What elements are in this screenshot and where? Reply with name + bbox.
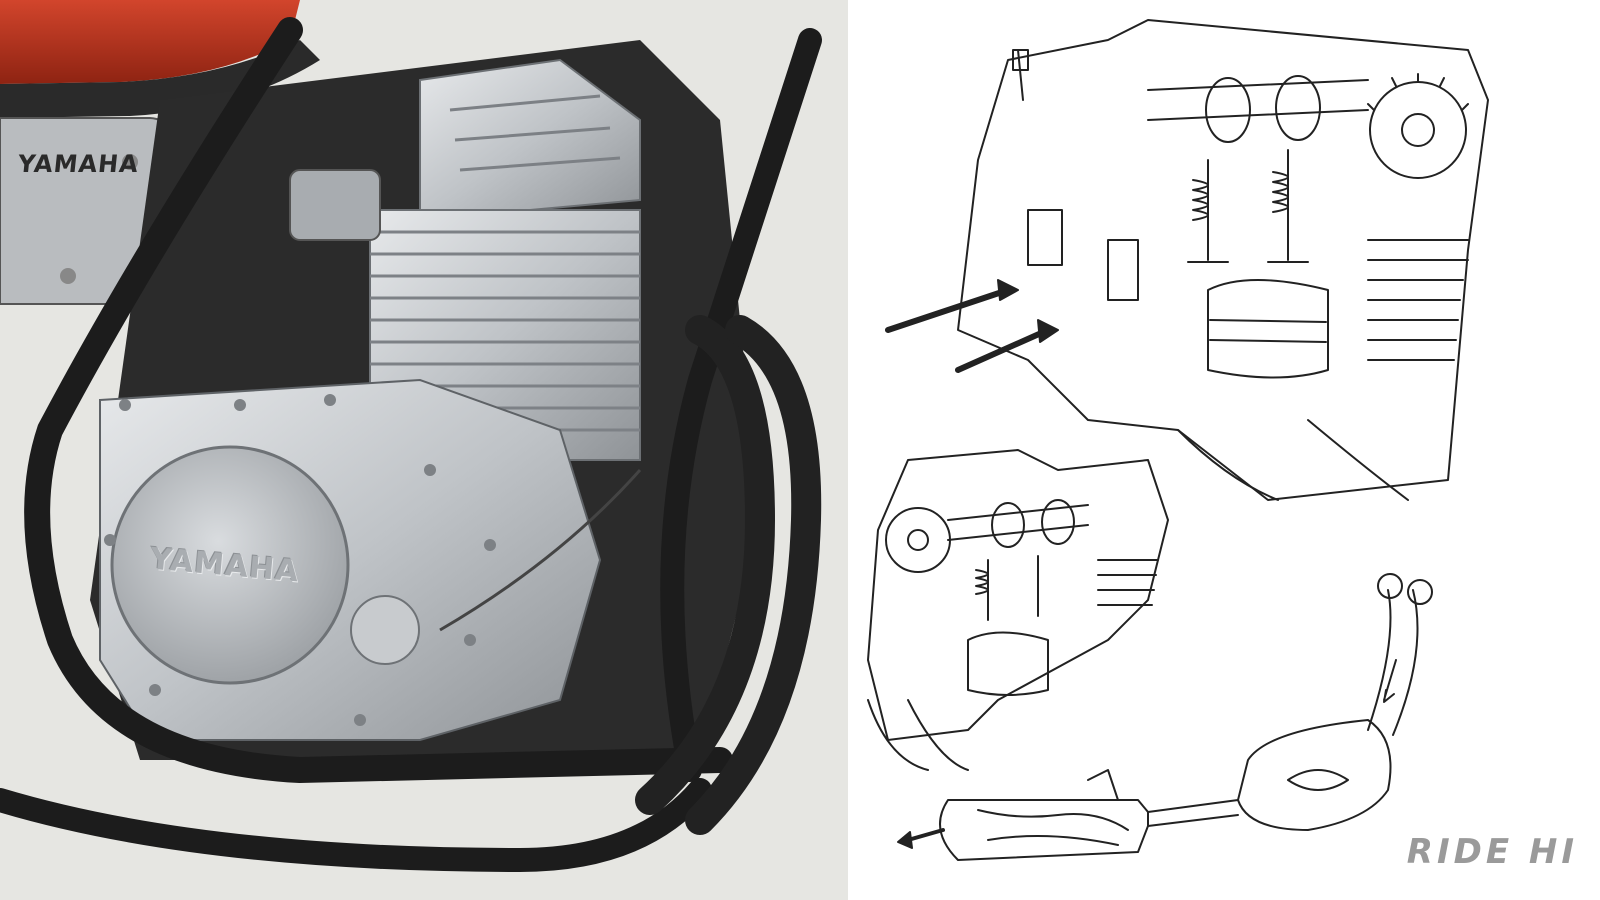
frame-tubes xyxy=(0,17,822,873)
ride-hi-watermark: RIDE HI xyxy=(1406,832,1578,872)
valve-train-diagram xyxy=(867,449,1169,771)
cylinder-head-cutaway-diagram xyxy=(885,19,1489,501)
engine-illustrations: RIDE HI xyxy=(848,0,1600,900)
exhaust-pipes xyxy=(635,315,822,835)
exhaust-system-diagram xyxy=(897,573,1433,861)
fuel-tank xyxy=(0,0,300,84)
engine-photo: YAMAHA YAMAHA xyxy=(0,0,848,900)
tank-logo-text: YAMAHA xyxy=(16,150,141,178)
engine-photo-drawing xyxy=(0,0,822,873)
engine-cover xyxy=(110,445,350,685)
cylinder-head xyxy=(419,58,641,222)
